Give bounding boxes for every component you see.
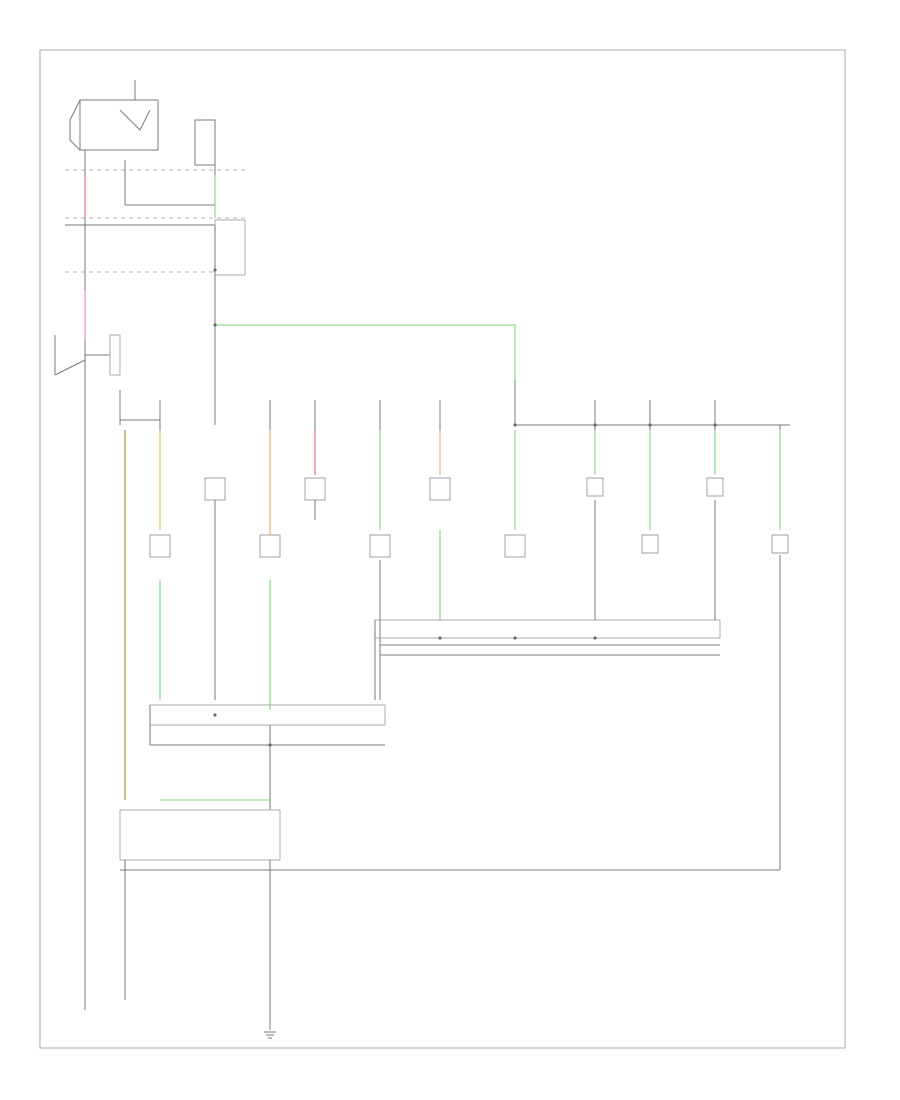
components-row-2	[149, 534, 789, 558]
ground-symbol	[264, 1031, 276, 1039]
switch-component	[54, 334, 121, 390]
fuse-relay-block	[65, 80, 246, 330]
junction-dots	[213, 268, 717, 747]
wire-green-main	[215, 324, 516, 380]
ground-bus-right	[374, 619, 721, 700]
components-row-1	[204, 477, 724, 501]
bottom-module	[119, 799, 780, 1030]
ground-bus-left	[149, 704, 386, 810]
diagram-frame	[39, 49, 846, 1049]
